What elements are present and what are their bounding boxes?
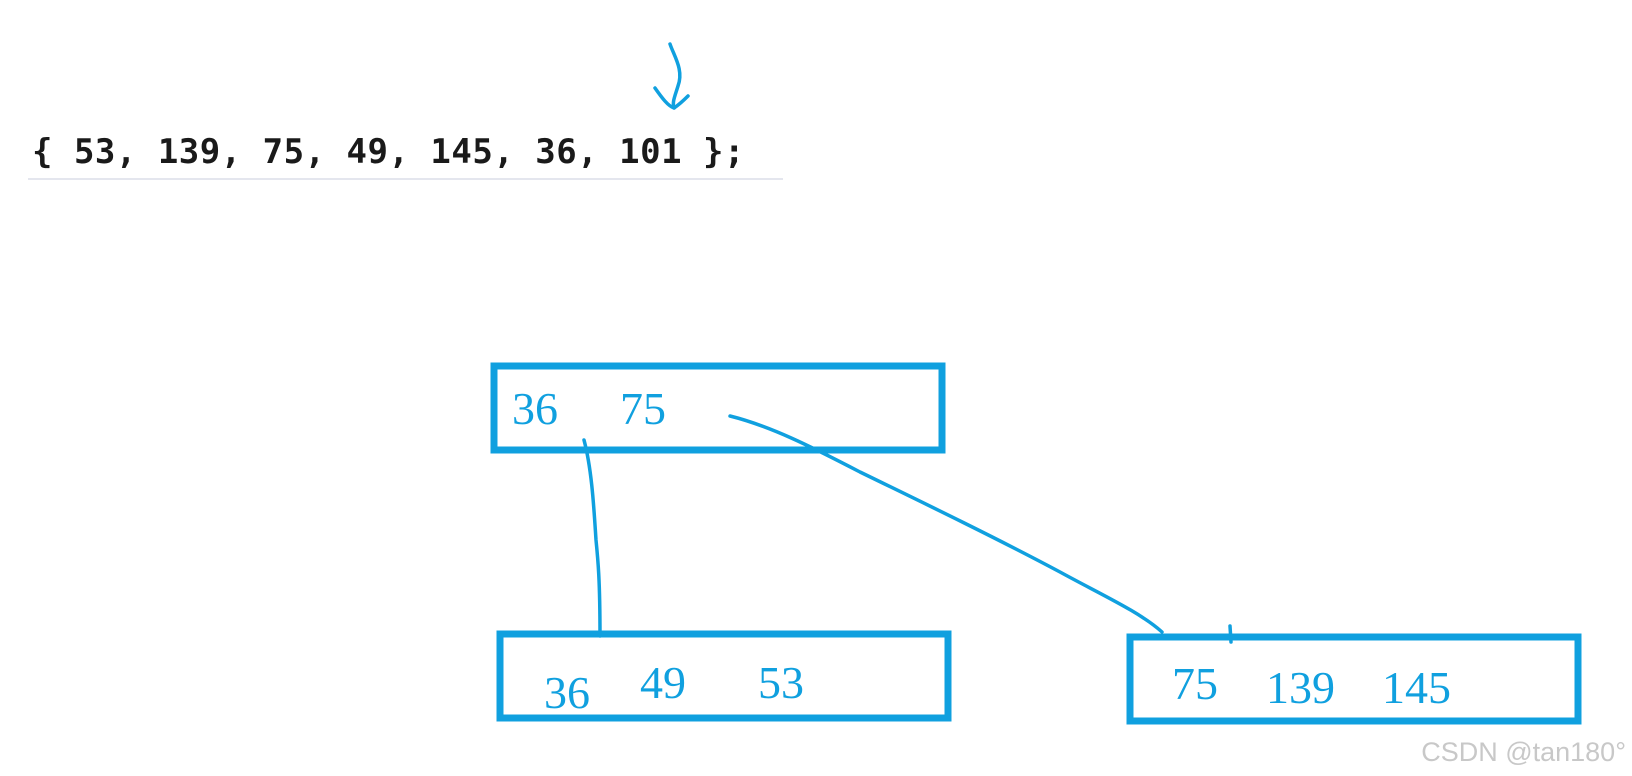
edge-root-to-left-child	[582, 438, 602, 638]
edge-tick-mark	[1228, 624, 1233, 644]
left-child-box	[496, 630, 952, 722]
left-child-key-2: 49	[640, 657, 686, 708]
root-key-1: 36	[512, 383, 558, 434]
array-literal: { 53, 139, 75, 49, 145, 36, 101 };	[32, 132, 745, 172]
left-child-key-1: 36	[544, 667, 590, 718]
right-child-node: 75 139 145	[1126, 633, 1582, 725]
left-child-node: 36 49 53	[496, 630, 952, 722]
code-line: { 53, 139, 75, 49, 145, 36, 101 };	[28, 128, 783, 180]
right-child-key-3: 145	[1382, 662, 1451, 713]
root-node: 36 75	[490, 362, 946, 454]
edge-root-to-right-child	[728, 414, 1164, 634]
right-child-key-2: 139	[1266, 662, 1335, 713]
watermark: CSDN @tan180°	[1421, 737, 1626, 767]
insert-pointer-arrow	[653, 42, 690, 110]
right-child-key-1: 75	[1172, 658, 1218, 709]
root-key-2: 75	[620, 383, 666, 434]
right-child-box	[1126, 633, 1582, 725]
root-node-box	[490, 362, 946, 454]
arrow-shaft	[668, 42, 682, 110]
left-child-key-3: 53	[758, 657, 804, 708]
arrow-head	[653, 86, 690, 110]
